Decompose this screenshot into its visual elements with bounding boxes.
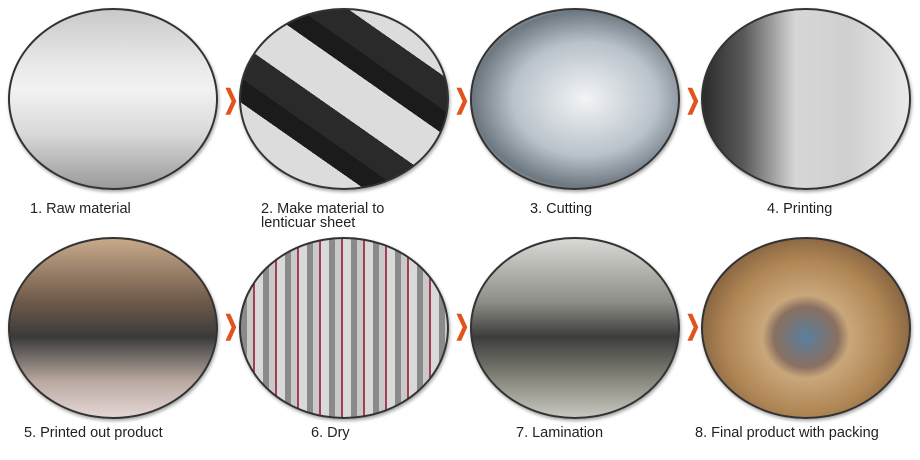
arrow-right-icon: ❯ [223,310,239,340]
photo-printing [701,8,911,190]
arrow-right-icon: ❯ [454,84,470,114]
arrow-right-icon: ❯ [685,310,701,340]
arrow-right-icon: ❯ [223,84,239,114]
arrow-right-icon: ❯ [685,84,701,114]
photo-lamination [470,237,680,419]
step-label: 3. Cutting [530,201,593,217]
step-label: 8. Final product with packing [695,425,879,441]
arrow-right-icon: ❯ [454,310,470,340]
step-label: 4. Printing [767,201,833,217]
step-label: 1. Raw material [30,201,131,217]
step-label: 5. Printed out product [24,425,163,441]
photo-final-packing [701,237,911,419]
step-label: 6. Dry [311,425,350,441]
photo-lenticular-sheet [239,8,449,190]
step-label: 2. Make material to lenticuar sheet [261,201,385,231]
photo-cutting [470,8,680,190]
photo-dry [239,237,449,419]
photo-printed-product [8,237,218,419]
step-label: 7. Lamination [516,425,604,441]
photo-raw-material [8,8,218,190]
